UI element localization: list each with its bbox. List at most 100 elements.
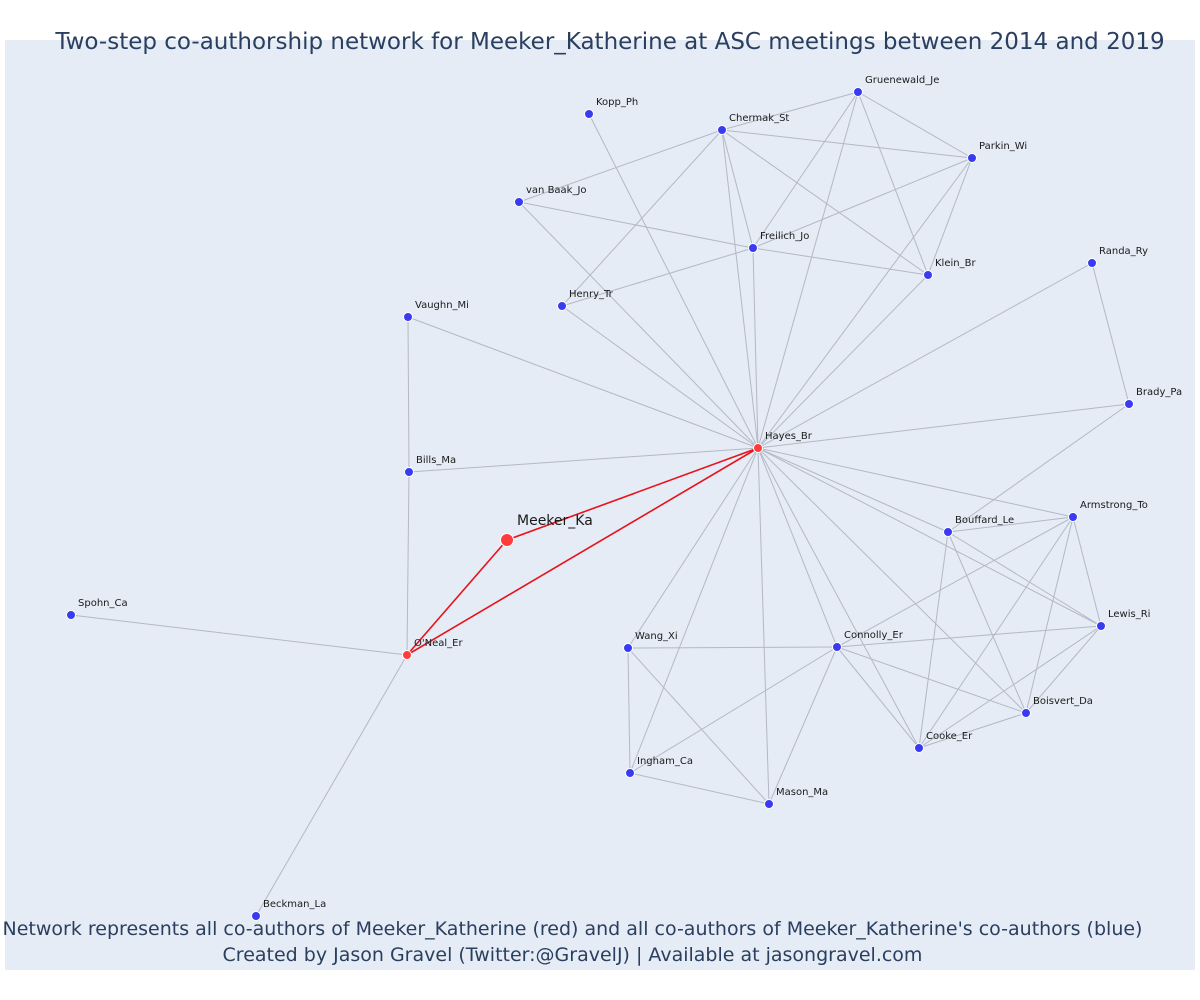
edge-hayes-br-wang-xi (627, 447, 759, 649)
node-label-bills-ma: Bills_Ma (416, 455, 456, 466)
edge-meeker-ka-o-neal-er (406, 539, 508, 656)
edge-gruenewald-je-freilich-jo (752, 91, 859, 249)
node-cooke-er[interactable] (914, 743, 924, 753)
edge-meeker-ka-hayes-br (506, 447, 759, 541)
node-label-cooke-er: Cooke_Er (926, 731, 973, 742)
node-label-connolly-er: Connolly_Er (844, 630, 904, 641)
edge-randa-ry-brady-pa (1091, 262, 1130, 405)
edge-bouffard-le-lewis-ri (947, 531, 1102, 627)
node-label-freilich-jo: Freilich_Jo (760, 231, 809, 242)
edge-hayes-br-gruenewald-je (757, 91, 859, 449)
node-label-meeker-ka: Meeker_Ka (517, 513, 593, 529)
node-vaughn-mi[interactable] (403, 312, 413, 322)
edge-brady-pa-bouffard-le (947, 403, 1130, 533)
edge-hayes-br-freilich-jo (752, 247, 759, 449)
node-spohn-ca[interactable] (66, 610, 76, 620)
node-armstrong-to[interactable] (1068, 512, 1078, 522)
edge-vaughn-mi-hayes-br (407, 316, 759, 449)
edge-hayes-br-kopp-ph (588, 113, 759, 449)
node-label-parkin-wi: Parkin_Wi (979, 141, 1027, 152)
node-parkin-wi[interactable] (967, 153, 977, 163)
node-label-lewis-ri: Lewis_Ri (1108, 609, 1150, 620)
edge-armstrong-to-lewis-ri (1072, 516, 1102, 627)
edge-lewis-ri-cooke-er (918, 625, 1102, 749)
node-chermak-st[interactable] (717, 125, 727, 135)
edge-ingham-ca-mason-ma (629, 772, 770, 805)
node-label-kopp-ph: Kopp_Ph (596, 97, 638, 108)
node-label-armstrong-to: Armstrong_To (1080, 500, 1148, 511)
node-mason-ma[interactable] (764, 799, 774, 809)
edge-armstrong-to-connolly-er (836, 516, 1074, 648)
caption-line-1: Network represents all co-authors of Mee… (2, 918, 1143, 940)
node-boisvert-da[interactable] (1021, 708, 1031, 718)
node-randa-ry[interactable] (1087, 258, 1097, 268)
node-label-wang-xi: Wang_Xi (635, 631, 678, 642)
node-kopp-ph[interactable] (584, 109, 594, 119)
edge-armstrong-to-boisvert-da (1025, 516, 1074, 714)
edge-hayes-br-bouffard-le (757, 447, 949, 533)
node-label-klein-br: Klein_Br (935, 258, 976, 269)
nodes-layer (66, 87, 1134, 921)
edge-armstrong-to-bouffard-le (947, 516, 1074, 533)
edge-hayes-br-henry-tr (561, 305, 759, 449)
node-brady-pa[interactable] (1124, 399, 1134, 409)
edge-boisvert-da-cooke-er (918, 712, 1027, 749)
edge-lewis-ri-connolly-er (836, 625, 1102, 648)
node-bills-ma[interactable] (404, 467, 414, 477)
plot-background (5, 40, 1195, 970)
node-van-baak-jo[interactable] (514, 197, 524, 207)
edge-o-neal-er-spohn-ca (70, 614, 408, 656)
chart-title: Two-step co-authorship network for Meeke… (55, 29, 1165, 55)
node-beckman-la[interactable] (251, 911, 261, 921)
edge-chermak-st-henry-tr (561, 129, 723, 307)
node-label-henry-tr: Henry_Tr (569, 289, 614, 300)
node-label-o-neal-er: O'Neal_Er (414, 638, 463, 649)
edge-parkin-wi-freilich-jo (752, 157, 973, 249)
edge-gruenewald-je-klein-br (857, 91, 929, 276)
edge-hayes-br-connolly-er (757, 447, 838, 648)
edge-o-neal-er-bills-ma (406, 471, 410, 656)
node-meeker-ka[interactable] (500, 533, 514, 547)
node-wang-xi[interactable] (623, 643, 633, 653)
edge-connolly-er-wang-xi (627, 646, 838, 649)
edge-connolly-er-boisvert-da (836, 646, 1027, 714)
node-label-brady-pa: Brady_Pa (1136, 387, 1182, 398)
edge-hayes-br-chermak-st (721, 129, 759, 449)
edge-hayes-br-lewis-ri (757, 447, 1102, 627)
node-label-boisvert-da: Boisvert_Da (1033, 696, 1093, 707)
node-klein-br[interactable] (923, 270, 933, 280)
labels-layer: Meeker_KaHayes_BrO'Neal_ErGruenewald_JeK… (78, 75, 1182, 910)
edge-wang-xi-mason-ma (627, 647, 770, 805)
node-hayes-br[interactable] (753, 443, 763, 453)
node-bouffard-le[interactable] (943, 527, 953, 537)
edge-bills-ma-hayes-br (408, 447, 759, 473)
node-henry-tr[interactable] (557, 301, 567, 311)
node-label-hayes-br: Hayes_Br (765, 431, 813, 442)
node-gruenewald-je[interactable] (853, 87, 863, 97)
edge-chermak-st-klein-br (721, 129, 929, 276)
node-freilich-jo[interactable] (748, 243, 758, 253)
node-o-neal-er[interactable] (402, 650, 412, 660)
edge-connolly-er-ingham-ca (629, 646, 838, 774)
node-label-bouffard-le: Bouffard_Le (955, 515, 1014, 526)
edge-lewis-ri-boisvert-da (1025, 625, 1102, 714)
edge-parkin-wi-klein-br (927, 157, 973, 276)
edge-hayes-br-armstrong-to (757, 447, 1074, 518)
node-label-mason-ma: Mason_Ma (776, 787, 828, 798)
node-connolly-er[interactable] (832, 642, 842, 652)
node-lewis-ri[interactable] (1096, 621, 1106, 631)
edge-hayes-br-randa-ry (757, 262, 1093, 449)
edges-layer (70, 91, 1130, 917)
edge-freilich-jo-henry-tr (561, 247, 754, 307)
edge-bills-ma-vaughn-mi (407, 316, 410, 473)
node-ingham-ca[interactable] (625, 768, 635, 778)
node-label-spohn-ca: Spohn_Ca (78, 598, 128, 609)
edge-hayes-br-brady-pa (757, 403, 1130, 449)
edge-wang-xi-ingham-ca (627, 647, 631, 774)
node-label-vaughn-mi: Vaughn_Mi (415, 300, 469, 311)
edge-o-neal-er-beckman-la (255, 654, 408, 917)
edge-freilich-jo-klein-br (752, 247, 929, 276)
edge-bouffard-le-cooke-er (918, 531, 949, 749)
caption-line-2: Created by Jason Gravel (Twitter:@Gravel… (222, 944, 923, 966)
